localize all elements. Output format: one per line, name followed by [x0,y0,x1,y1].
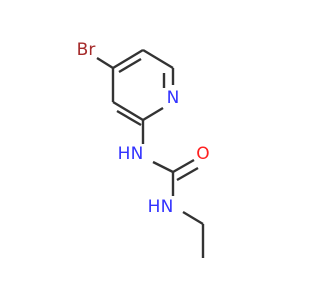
bromine-label: Br [77,40,96,60]
bond-c5-c4 [112,48,144,70]
molecule-diagram: Br N N H O N H [77,40,210,258]
amide-hydrogen-2-label: H [148,197,161,217]
bond-cco-o [172,158,195,174]
bond-nh1-cco [152,160,174,174]
bond-nh2-ch2 [182,210,204,226]
bond-c3-c2 [112,100,144,122]
amide-hydrogen-1-label: H [118,144,131,164]
amide-nitrogen-1-label: N [131,144,144,164]
bond-c2-npy [142,106,164,122]
bond-cco-o-double [176,166,199,182]
bond-c3-c2-inner [116,109,142,127]
pyridine-nitrogen-label: N [167,88,180,108]
bond-c6-c5 [142,48,174,70]
bond-c4-br [96,56,114,70]
amide-nitrogen-2-label: N [161,197,174,217]
bond-c5-c4-inner [118,57,142,74]
oxygen-label: O [196,144,209,164]
